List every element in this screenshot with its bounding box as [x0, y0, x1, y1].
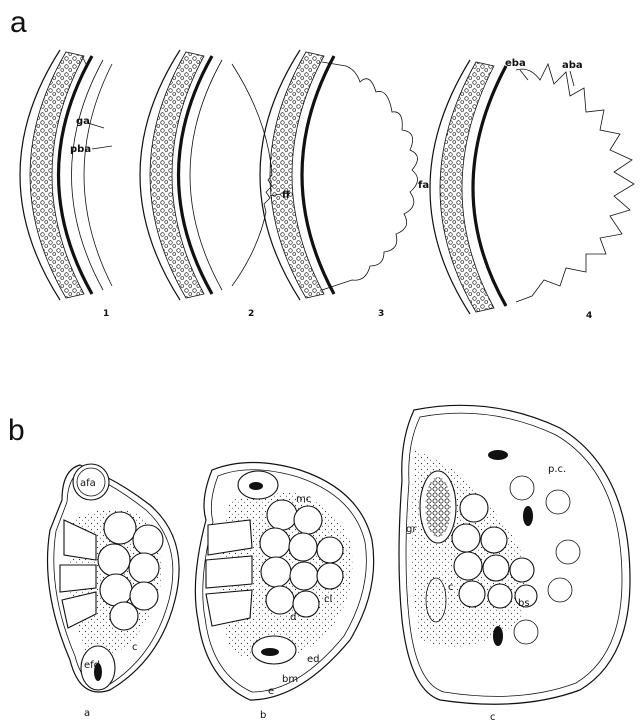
label-bs: bs — [518, 598, 530, 609]
stage-1-number: 1 — [103, 309, 109, 319]
label-mc: mc — [296, 494, 311, 505]
label-pba: pba — [70, 144, 91, 155]
section-b-caption: b — [260, 710, 266, 721]
stage-2-number: 2 — [248, 309, 254, 319]
section-a-diagram: afa efd c a — [48, 464, 180, 719]
section-a-caption: a — [84, 708, 90, 719]
label-c: c — [132, 642, 138, 653]
label-cl: cl — [324, 594, 332, 605]
stage-4-number: 4 — [586, 311, 592, 321]
stage-2-diagram: ff 2 — [140, 50, 291, 319]
stage-1-diagram: ga pba 1 — [20, 50, 112, 319]
label-c-inner: c — [448, 582, 454, 593]
label-eba: eba — [505, 58, 526, 69]
stage-3-number: 3 — [378, 309, 384, 319]
label-efd: efd — [84, 660, 100, 671]
label-e: e — [268, 686, 274, 697]
panel-a: a ga pba 1 ff 2 — [10, 6, 634, 321]
label-bm: bm — [282, 674, 298, 685]
label-aba: aba — [562, 60, 583, 71]
stage-4-diagram: eba aba 4 — [430, 58, 634, 321]
label-ed: ed — [307, 654, 320, 665]
label-ga: ga — [76, 116, 90, 127]
stage-3-diagram: fa 3 — [260, 50, 429, 319]
panel-b: b afa efd — [8, 405, 630, 722]
panel-b-letter: b — [8, 414, 25, 447]
section-c-diagram: gr p.c. — [399, 405, 630, 722]
section-c-caption: c — [490, 712, 496, 722]
label-d: d — [290, 612, 296, 623]
label-afa: afa — [80, 478, 96, 489]
label-gr: gr — [406, 524, 417, 535]
panel-a-letter: a — [10, 6, 27, 39]
section-b-diagram: mc d cl ed bm e b — [195, 463, 373, 722]
label-fa: fa — [418, 180, 429, 191]
label-pc: p.c. — [548, 464, 566, 475]
